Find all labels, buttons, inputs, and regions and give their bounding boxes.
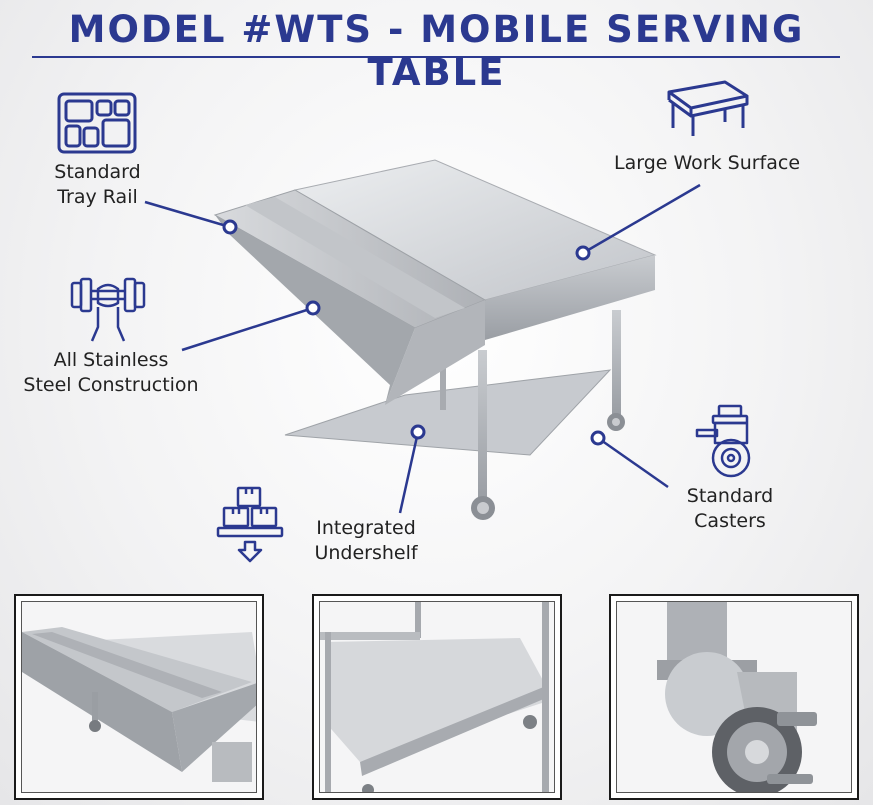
callout-dot-tray-rail (222, 219, 238, 235)
callout-dot-work-surface (575, 245, 591, 261)
casters-label: Standard Casters (686, 485, 774, 532)
undershelf-closeup-image (320, 602, 554, 792)
title-underline (32, 56, 840, 58)
undershelf-label: Integrated Undershelf (314, 517, 418, 564)
thumbnail-caster (609, 594, 859, 800)
tray-rail-label: Standard Tray Rail (54, 161, 141, 208)
callout-dot-casters (590, 430, 606, 446)
callout-lines (144, 183, 701, 514)
callout-dot-stainless (305, 300, 321, 316)
caster-wheel-icon (695, 404, 751, 478)
strength-dumbbell-icon (70, 277, 146, 342)
table-icon (667, 80, 749, 136)
work-surface-label: Large Work Surface (613, 152, 801, 174)
boxes-shelf-icon (216, 486, 284, 563)
callout-dot-undershelf (410, 424, 426, 440)
caster-closeup-image (617, 602, 851, 792)
thumbnail-tray-rail (14, 594, 264, 800)
stainless-label: All Stainless Steel Construction (23, 349, 199, 396)
thumbnail-undershelf (312, 594, 562, 800)
tray-rail-closeup-image (22, 602, 256, 792)
page-title: MODEL #WTS - MOBILE SERVING TABLE (68, 8, 805, 94)
tray-compartments-icon (57, 92, 137, 154)
